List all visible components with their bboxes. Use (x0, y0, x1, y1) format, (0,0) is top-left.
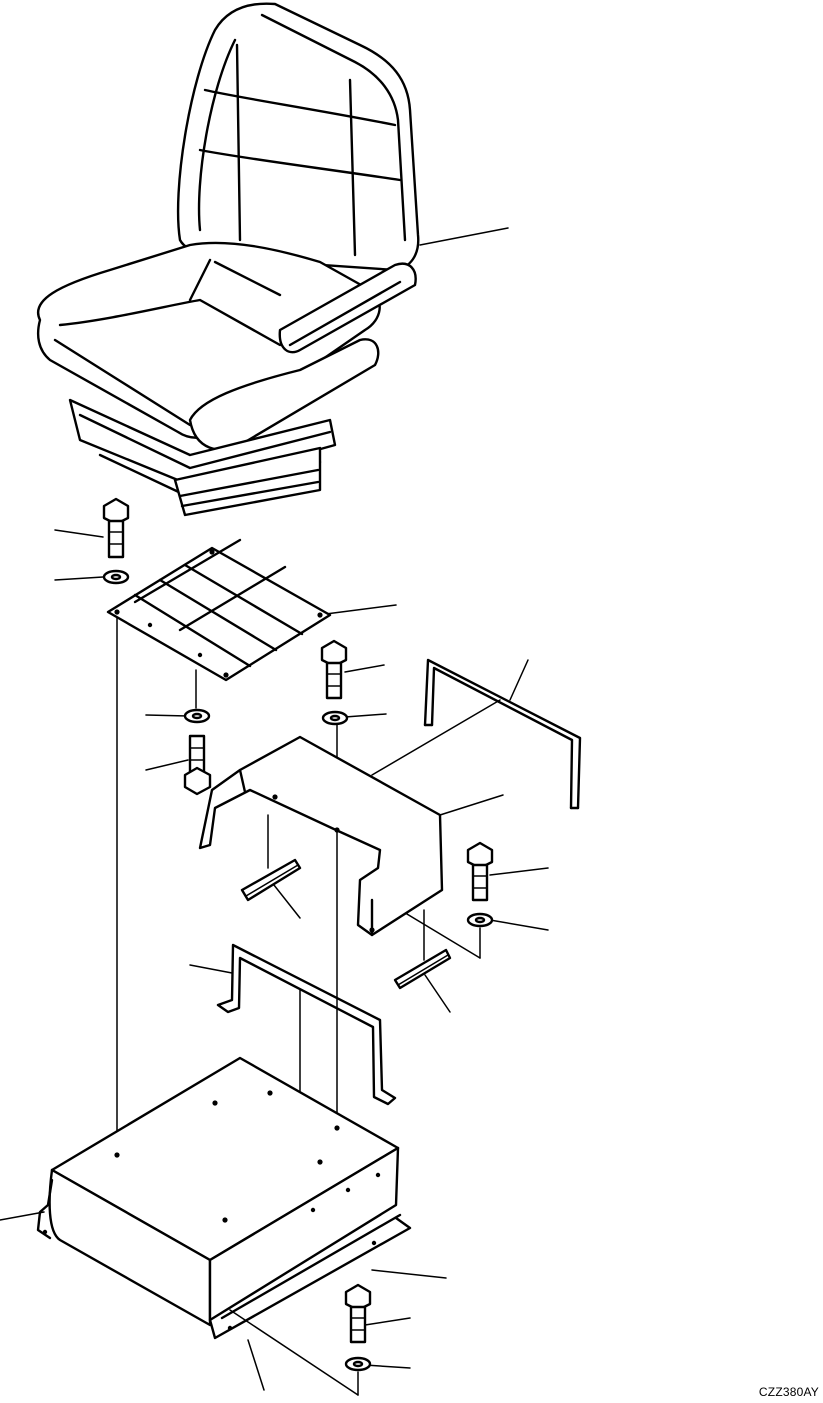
washer-center-hole (329, 714, 341, 722)
washer-right-hole (474, 916, 486, 924)
washer-bottom-hole (352, 1360, 364, 1368)
spacer-bar-left (240, 858, 302, 902)
bolt-center (320, 639, 348, 700)
handrail-upper (423, 658, 582, 810)
bolt-right (466, 841, 494, 902)
bolt-bottom (344, 1283, 372, 1344)
seat-base-box (36, 1056, 412, 1340)
washer-plate-under-hole (191, 712, 203, 720)
handrail-middle (216, 943, 397, 1106)
bracket-plate (198, 735, 444, 937)
bolt-top-left (102, 497, 130, 559)
drawing-code: CZZ380AY (758, 1385, 819, 1399)
washer-top-left-hole (110, 573, 122, 581)
seat-mount-plate (106, 538, 332, 682)
stud-bolt (183, 734, 212, 796)
spacer-bar-right (393, 948, 452, 990)
operator-seat (36, 2, 420, 517)
